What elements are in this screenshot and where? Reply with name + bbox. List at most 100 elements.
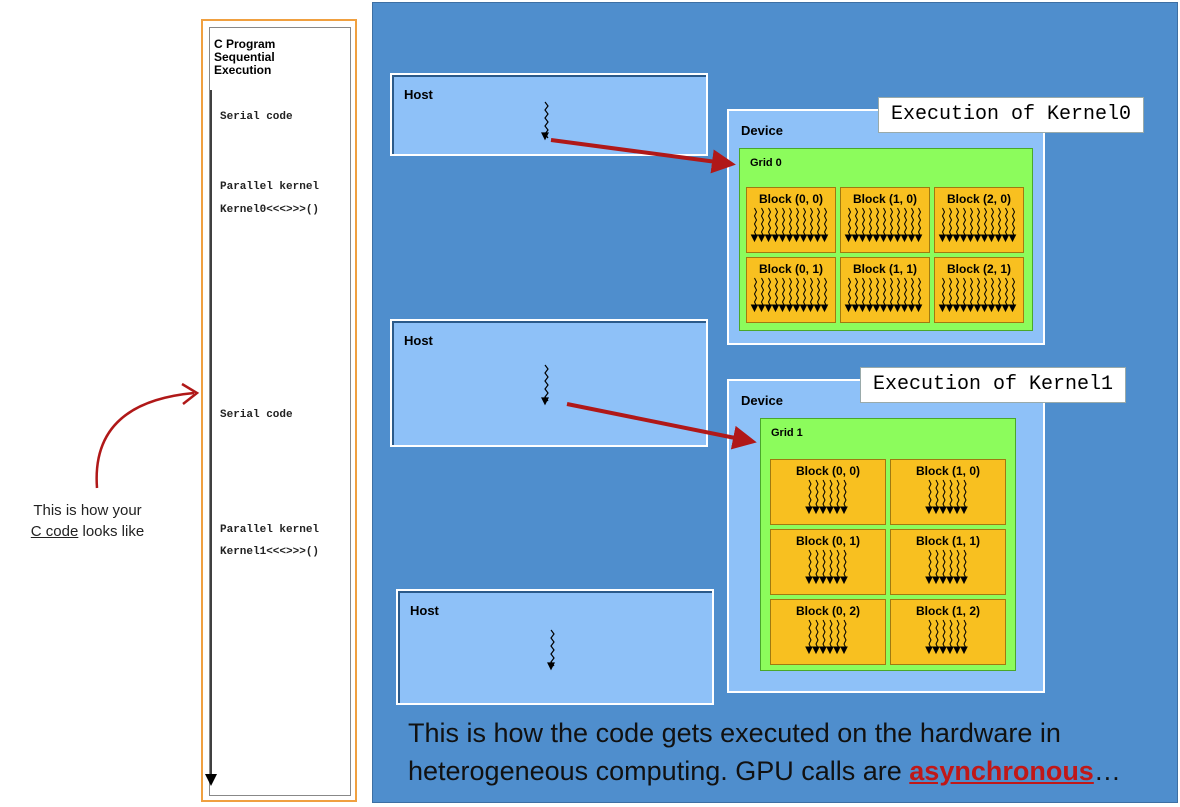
thread-icon-head: [932, 576, 940, 585]
thread-icon-head: [945, 304, 954, 313]
thread-icon-head: [872, 304, 881, 313]
thread-icon-head: [865, 304, 874, 313]
thread-icon-head: [939, 646, 947, 655]
side-note-line: C code looks like: [0, 521, 175, 542]
thread-icon-head: [813, 234, 822, 243]
thread-icon-head: [833, 506, 841, 515]
thread-icon-head: [844, 304, 853, 313]
thread-icon-head: [907, 234, 916, 243]
host-label: Host: [404, 87, 433, 102]
code-step-parallel: Parallel kernel: [220, 524, 320, 536]
block-label: Block (0, 0): [795, 464, 861, 478]
device-label: Device: [741, 393, 783, 408]
block-label: Block (2, 1): [946, 262, 1012, 276]
sequential-program-frame: C Program Sequential Execution: [201, 19, 357, 802]
thread-block: Block (1, 0): [840, 187, 930, 253]
host-box: Host: [396, 589, 714, 705]
thread-icon-head: [932, 506, 940, 515]
thread-icon-head: [750, 234, 759, 243]
thread-icon-head: [806, 304, 815, 313]
side-note: This is how your C code looks like: [0, 500, 175, 542]
code-step-parallel: Parallel kernel: [220, 181, 320, 193]
thread-icon-head: [799, 304, 808, 313]
block-label: Block (0, 0): [758, 192, 824, 206]
thread-icon-head: [1001, 304, 1010, 313]
thread-icon-head: [778, 304, 787, 313]
thread-icon-head: [900, 304, 909, 313]
host-thread-icon-head: [547, 662, 555, 671]
host-thread-icon: [550, 629, 555, 667]
thread-icon-head: [785, 304, 794, 313]
thread-icon-head: [865, 234, 874, 243]
block-label: Block (1, 2): [915, 604, 981, 618]
exec-label-kernel1: Execution of Kernel1: [860, 367, 1127, 403]
thread-icon-head: [945, 234, 954, 243]
thread-icon-head: [778, 234, 787, 243]
annotation-arrow: [95, 391, 195, 489]
grid-box: Grid 1 Block (0, 0) Block (1, 0) Block (…: [760, 418, 1016, 671]
block-label: Block (1, 0): [852, 192, 918, 206]
thread-icon-head: [925, 506, 933, 515]
grid-label: Grid 1: [771, 427, 803, 439]
host-label: Host: [410, 603, 439, 618]
thread-icon-head: [946, 646, 954, 655]
thread-icon-head: [757, 234, 766, 243]
thread-icon-head: [799, 234, 808, 243]
thread-icon-head: [959, 304, 968, 313]
thread-icon-head: [771, 234, 780, 243]
thread-icon-head: [886, 234, 895, 243]
grid-label: Grid 0: [750, 157, 782, 169]
thread-icon-head: [939, 576, 947, 585]
block-label: Block (1, 0): [915, 464, 981, 478]
thread-icon-head: [757, 304, 766, 313]
thread-icon-head: [840, 576, 848, 585]
sequential-title: C Program Sequential Execution: [214, 38, 324, 77]
thread-icon-head: [952, 304, 961, 313]
thread-icon-head: [879, 234, 888, 243]
thread-icon-head: [764, 234, 773, 243]
side-note-line: This is how your: [33, 502, 142, 519]
thread-icon-head: [826, 646, 834, 655]
thread-icon-head: [806, 234, 815, 243]
thread-icon-head: [893, 304, 902, 313]
caption: This is how the code gets executed on th…: [408, 714, 1121, 790]
side-note-suffix: looks like: [78, 523, 145, 540]
thread-icon-head: [805, 506, 813, 515]
caption-text: heterogeneous computing. GPU calls are: [408, 756, 910, 786]
thread-icon-head: [953, 576, 961, 585]
thread-icon-head: [966, 234, 975, 243]
thread-icon-head: [805, 646, 813, 655]
thread-icon-head: [771, 304, 780, 313]
caption-line: This is how the code gets executed on th…: [408, 718, 1061, 748]
thread-icon-head: [1008, 234, 1017, 243]
thread-icon-head: [820, 234, 829, 243]
thread-block: Block (0, 2): [770, 599, 886, 665]
thread-icon-head: [946, 506, 954, 515]
thread-icon-head: [953, 646, 961, 655]
thread-icon-head: [858, 304, 867, 313]
thread-icon-head: [886, 304, 895, 313]
caption-line: heterogeneous computing. GPU calls are a…: [408, 752, 1121, 790]
thread-icon-head: [750, 304, 759, 313]
sequential-program-inner: C Program Sequential Execution: [209, 27, 351, 796]
thread-block: Block (0, 0): [770, 459, 886, 525]
annotation-arrowhead: [181, 382, 200, 405]
thread-icon-head: [819, 506, 827, 515]
thread-icon-head: [980, 304, 989, 313]
thread-icon-head: [959, 234, 968, 243]
thread-icon-head: [987, 304, 996, 313]
host-thread-icon: [544, 364, 549, 402]
thread-icon-head: [812, 576, 820, 585]
thread-icon-head: [960, 576, 968, 585]
thread-icon-head: [833, 646, 841, 655]
thread-icon-head: [844, 234, 853, 243]
block-label: Block (1, 1): [915, 534, 981, 548]
thread-icon-head: [1008, 304, 1017, 313]
host-thread-icon-head: [541, 132, 549, 141]
thread-icon-head: [953, 506, 961, 515]
thread-icon-head: [966, 304, 975, 313]
caption-suffix: …: [1093, 756, 1121, 786]
thread-icon-head: [939, 506, 947, 515]
thread-icon-head: [932, 646, 940, 655]
